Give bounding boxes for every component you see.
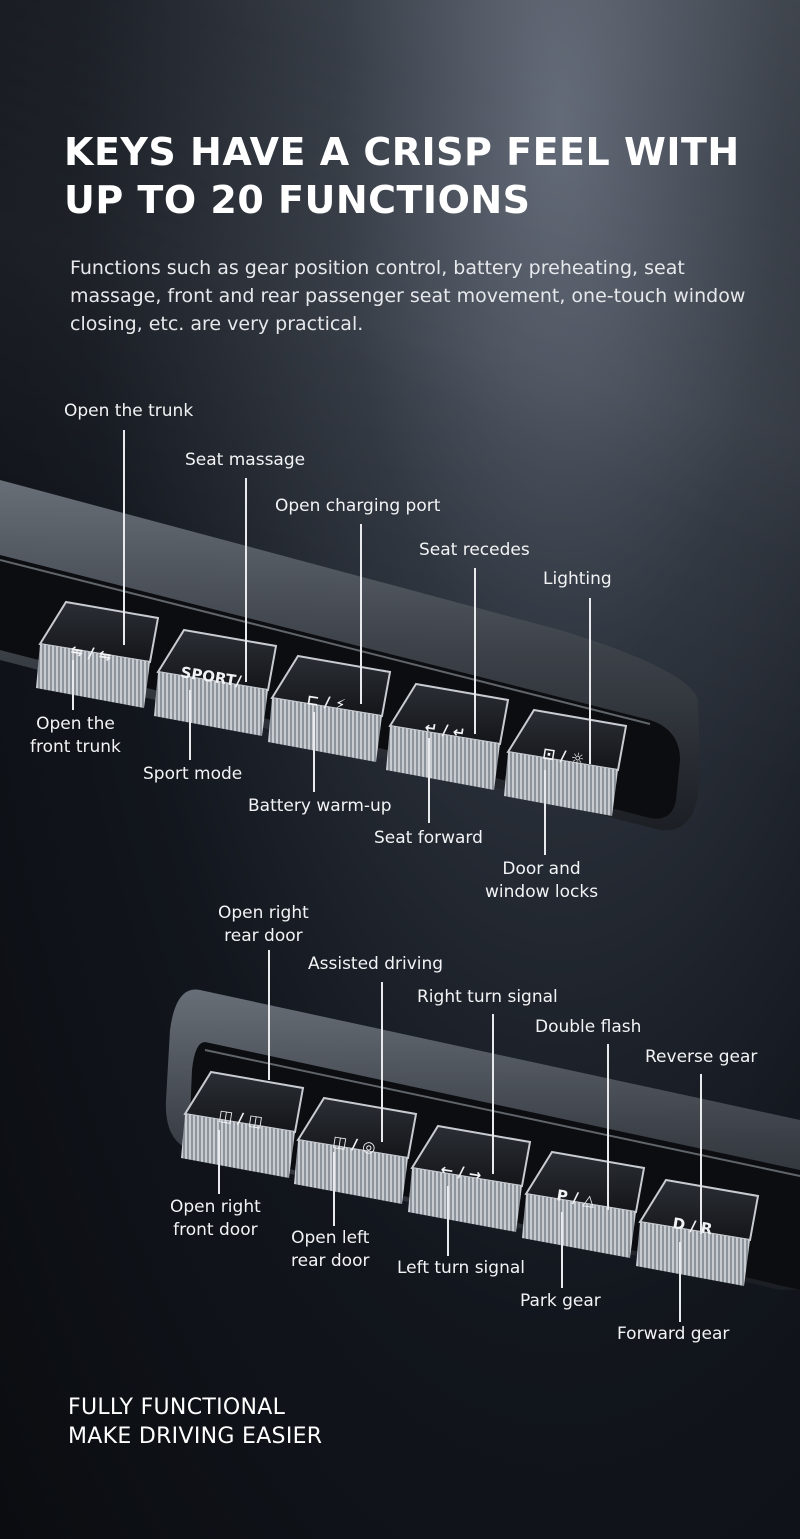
label-door-window-locks-line1: Door and — [502, 859, 581, 879]
headline-line-1: KEYS HAVE A CRISP FEEL WITH — [64, 130, 740, 174]
label-open-charging-port: Open charging port — [275, 496, 441, 516]
leader-line — [561, 1212, 563, 1288]
label-open-right-rear-door-line1: Open right — [218, 903, 309, 923]
key-glyph-charge: ⊏ / ⚡ — [305, 690, 346, 714]
label-right-turn-signal: Right turn signal — [417, 987, 558, 1007]
label-open-right-front-door-line2: front door — [173, 1220, 258, 1240]
label-door-window-locks: Door and window locks — [485, 858, 598, 904]
label-seat-massage: Seat massage — [185, 450, 306, 470]
leader-line — [189, 690, 191, 760]
intro-paragraph: Functions such as gear position control,… — [70, 257, 746, 335]
label-door-window-locks-line2: window locks — [485, 882, 599, 902]
label-forward-gear: Forward gear — [617, 1324, 730, 1344]
footer-line-2: MAKE DRIVING EASIER — [68, 1424, 323, 1449]
leader-line — [72, 660, 74, 710]
label-open-front-trunk: Open the front trunk — [30, 713, 121, 759]
leader-line — [123, 430, 125, 645]
label-open-left-rear-door: Open left rear door — [291, 1227, 369, 1273]
leader-line — [333, 1152, 335, 1226]
leader-line — [544, 770, 546, 855]
leader-line — [607, 1044, 609, 1210]
bottom-panel-keys — [181, 1070, 760, 1286]
leader-line — [492, 1014, 494, 1174]
label-battery-warm-up: Battery warm-up — [248, 796, 392, 816]
leader-line — [245, 478, 247, 682]
label-open-trunk: Open the trunk — [64, 401, 194, 421]
leader-line — [589, 598, 591, 764]
label-double-flash: Double flash — [535, 1017, 642, 1037]
top-panel-keys — [36, 600, 628, 816]
leader-line — [474, 568, 476, 734]
leader-line — [679, 1242, 681, 1322]
leader-line — [218, 1130, 220, 1194]
label-open-front-trunk-line1: Open the — [36, 714, 115, 734]
leader-line — [313, 712, 315, 792]
label-open-right-front-door: Open right front door — [170, 1196, 261, 1242]
headline-line-2: UP TO 20 FUNCTIONS — [64, 178, 531, 222]
label-open-left-rear-door-line2: rear door — [291, 1251, 370, 1271]
headline: KEYS HAVE A CRISP FEEL WITH UP TO 20 FUN… — [64, 128, 764, 224]
label-lighting: Lighting — [543, 569, 612, 589]
label-seat-recedes: Seat recedes — [419, 540, 530, 560]
leader-line — [447, 1186, 449, 1256]
label-open-right-front-door-line1: Open right — [170, 1197, 261, 1217]
key-glyph-park: P / △ — [555, 1186, 596, 1210]
label-left-turn-signal: Left turn signal — [397, 1258, 525, 1278]
label-park-gear: Park gear — [520, 1291, 601, 1311]
leader-line — [360, 524, 362, 704]
footer-tagline: FULLY FUNCTIONAL MAKE DRIVING EASIER — [68, 1393, 322, 1451]
leader-line — [428, 738, 430, 823]
leader-line — [268, 950, 270, 1080]
label-reverse-gear: Reverse gear — [645, 1047, 758, 1067]
label-open-left-rear-door-line1: Open left — [291, 1228, 370, 1248]
label-open-front-trunk-line2: front trunk — [30, 737, 121, 757]
leader-line — [700, 1074, 702, 1234]
label-seat-forward: Seat forward — [374, 828, 483, 848]
label-assisted-driving: Assisted driving — [308, 954, 444, 974]
label-open-right-rear-door: Open right rear door — [218, 902, 309, 948]
label-sport-mode: Sport mode — [143, 764, 243, 784]
footer-line-1: FULLY FUNCTIONAL — [68, 1395, 286, 1420]
leader-line — [381, 982, 383, 1142]
label-open-right-rear-door-line2: rear door — [224, 926, 303, 946]
